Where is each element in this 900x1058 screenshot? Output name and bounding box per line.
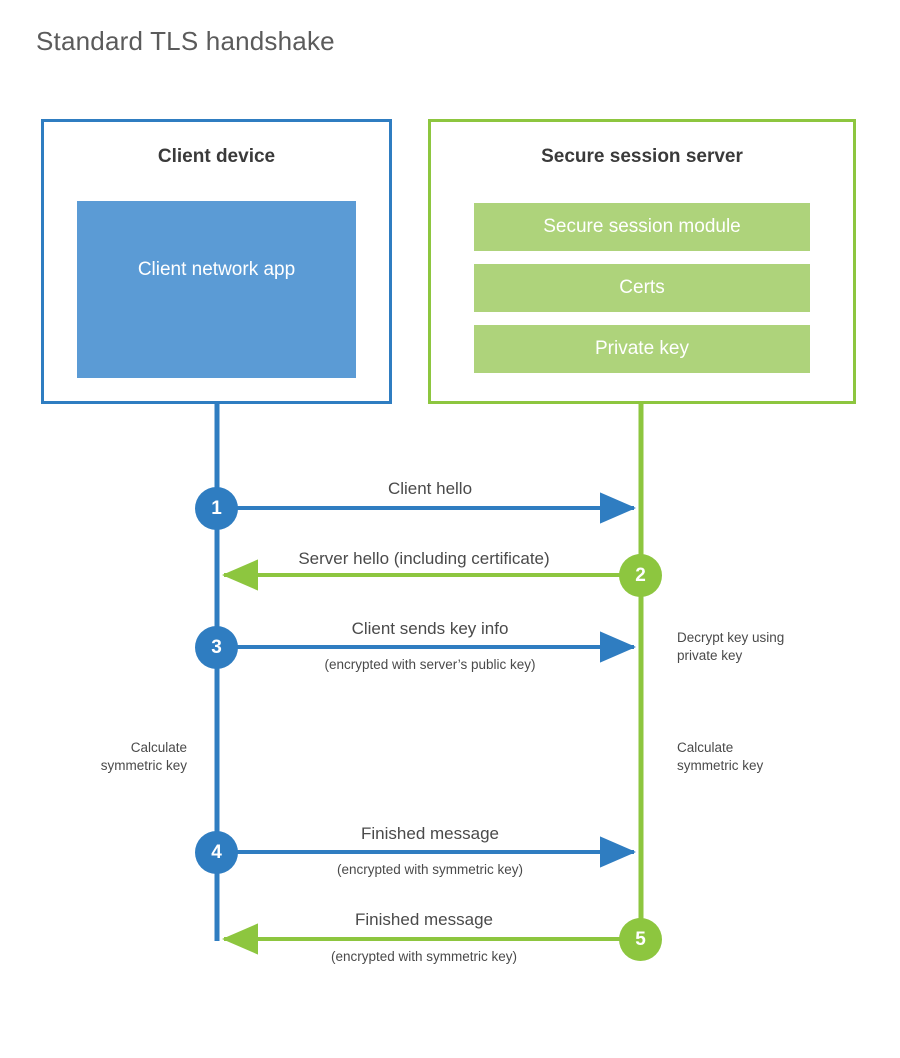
step-4-secondary-label: (encrypted with symmetric key) [336, 862, 524, 877]
step-5-primary-label: Finished message [355, 910, 493, 929]
server-calculate-note-line-2: symmetric key [677, 758, 764, 774]
server-decrypt-note-line-1: Decrypt key using [677, 630, 785, 645]
client-device-box: Client device Client network app [41, 119, 392, 404]
server-decrypt-note: Decrypt key using private key [677, 629, 857, 665]
step-marker-5[interactable]: 5 [619, 918, 662, 961]
step-4-primary-label: Finished message [361, 824, 499, 843]
client-device-title: Client device [157, 146, 276, 167]
client-calculate-symmetric-key-note: Calculate symmetric key [30, 739, 187, 775]
page-title: Standard TLS handshake [36, 26, 335, 56]
client-network-app-block: Client network app [77, 201, 356, 378]
server-calculate-note-line-1: Calculate [677, 740, 734, 755]
step-2-primary-label: Server hello (including certificate) [298, 549, 550, 568]
secure-session-server-title: Secure session server [541, 146, 743, 167]
client-calculate-note-line-2: symmetric key [100, 758, 187, 774]
server-module-private-key: Private key [474, 325, 810, 373]
step-marker-3[interactable]: 3 [195, 626, 238, 669]
step-3-secondary-label: (encrypted with server’s public key) [324, 657, 536, 672]
step-5-secondary-label: (encrypted with symmetric key) [330, 949, 518, 964]
step-marker-2[interactable]: 2 [619, 554, 662, 597]
server-module-secure-session-module: Secure session module [474, 203, 810, 251]
step-3-primary-label: Client sends key info [351, 619, 509, 638]
server-calculate-symmetric-key-note: Calculate symmetric key [677, 739, 857, 775]
client-calculate-note-line-1: Calculate [130, 740, 187, 755]
server-decrypt-note-line-2: private key [677, 648, 743, 664]
step-marker-4[interactable]: 4 [195, 831, 238, 874]
secure-session-server-box: Secure session server Secure session mod… [428, 119, 856, 404]
server-module-certs: Certs [474, 264, 810, 312]
step-1-primary-label: Client hello [387, 479, 473, 498]
step-marker-1[interactable]: 1 [195, 487, 238, 530]
